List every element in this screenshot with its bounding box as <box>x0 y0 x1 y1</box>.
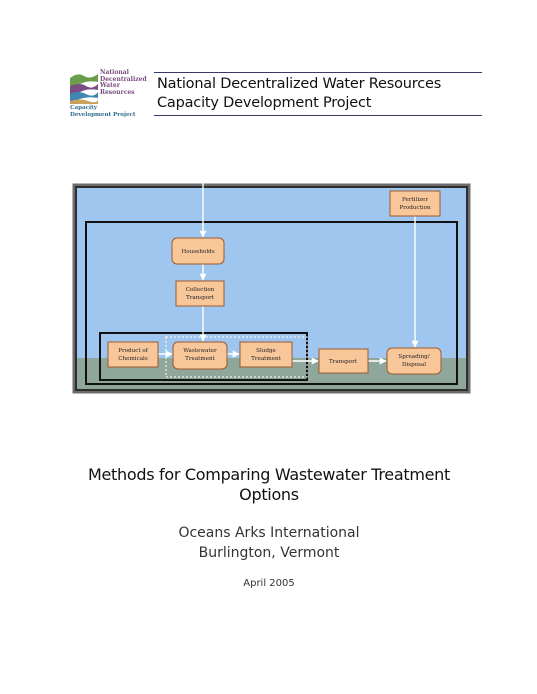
publication-date: April 2005 <box>243 578 295 589</box>
box-sludge-treatment: Sludge Treatment <box>239 341 293 368</box>
box-fertilizer-production: Fertilizer Production <box>389 190 441 217</box>
header-rule-bottom <box>154 115 482 116</box>
document-title: Methods for Comparing Wastewater Treatme… <box>88 465 450 504</box>
box-collection-transport: Collection Transport <box>175 280 225 307</box>
label-sludge-2: Treatment <box>251 356 282 362</box>
label-sludge-1: Sludge <box>256 348 276 354</box>
label-households: Households <box>181 249 214 255</box>
box-spreading-disposal: Spreading/ Disposal <box>386 347 442 375</box>
label-fertilizer-2: Production <box>399 205 431 211</box>
logo-caption: Capacity Development Project <box>70 105 136 118</box>
label-spreading-2: Disposal <box>402 362 426 368</box>
label-wastewater-2: Treatment <box>185 356 216 362</box>
organization-location: Burlington, Vermont <box>198 545 340 561</box>
box-product-of-chemicals: Product of Chemicals <box>107 341 159 368</box>
logo-wordmark: National Decentralized Water Resources <box>100 69 147 96</box>
system-boundary <box>85 221 458 385</box>
label-spreading-1: Spreading/ <box>398 354 429 360</box>
organization-block: Oceans Arks International Burlington, Ve… <box>60 523 478 563</box>
process-flow-diagram: Fertilizer Production Households Collect… <box>72 183 471 394</box>
header-rule-top <box>154 72 482 73</box>
project-title: National Decentralized Water Resources C… <box>157 76 442 111</box>
label-fertilizer-1: Fertilizer <box>402 197 428 203</box>
label-chemicals-1: Product of <box>118 348 149 354</box>
label-wastewater-1: Wastewater <box>183 348 217 354</box>
landscape-logo-icon <box>70 68 98 104</box>
box-wastewater-treatment: Wastewater Treatment <box>172 341 228 370</box>
box-households: Households <box>171 237 225 265</box>
organization-name: Oceans Arks International <box>178 525 360 541</box>
label-transport: Transport <box>329 359 358 365</box>
label-collection-1: Collection <box>186 287 215 293</box>
label-collection-2: Transport <box>186 295 215 301</box>
box-transport: Transport <box>318 348 369 374</box>
label-chemicals-2: Chemicals <box>118 356 148 362</box>
project-logo: National Decentralized Water Resources C… <box>70 68 147 120</box>
